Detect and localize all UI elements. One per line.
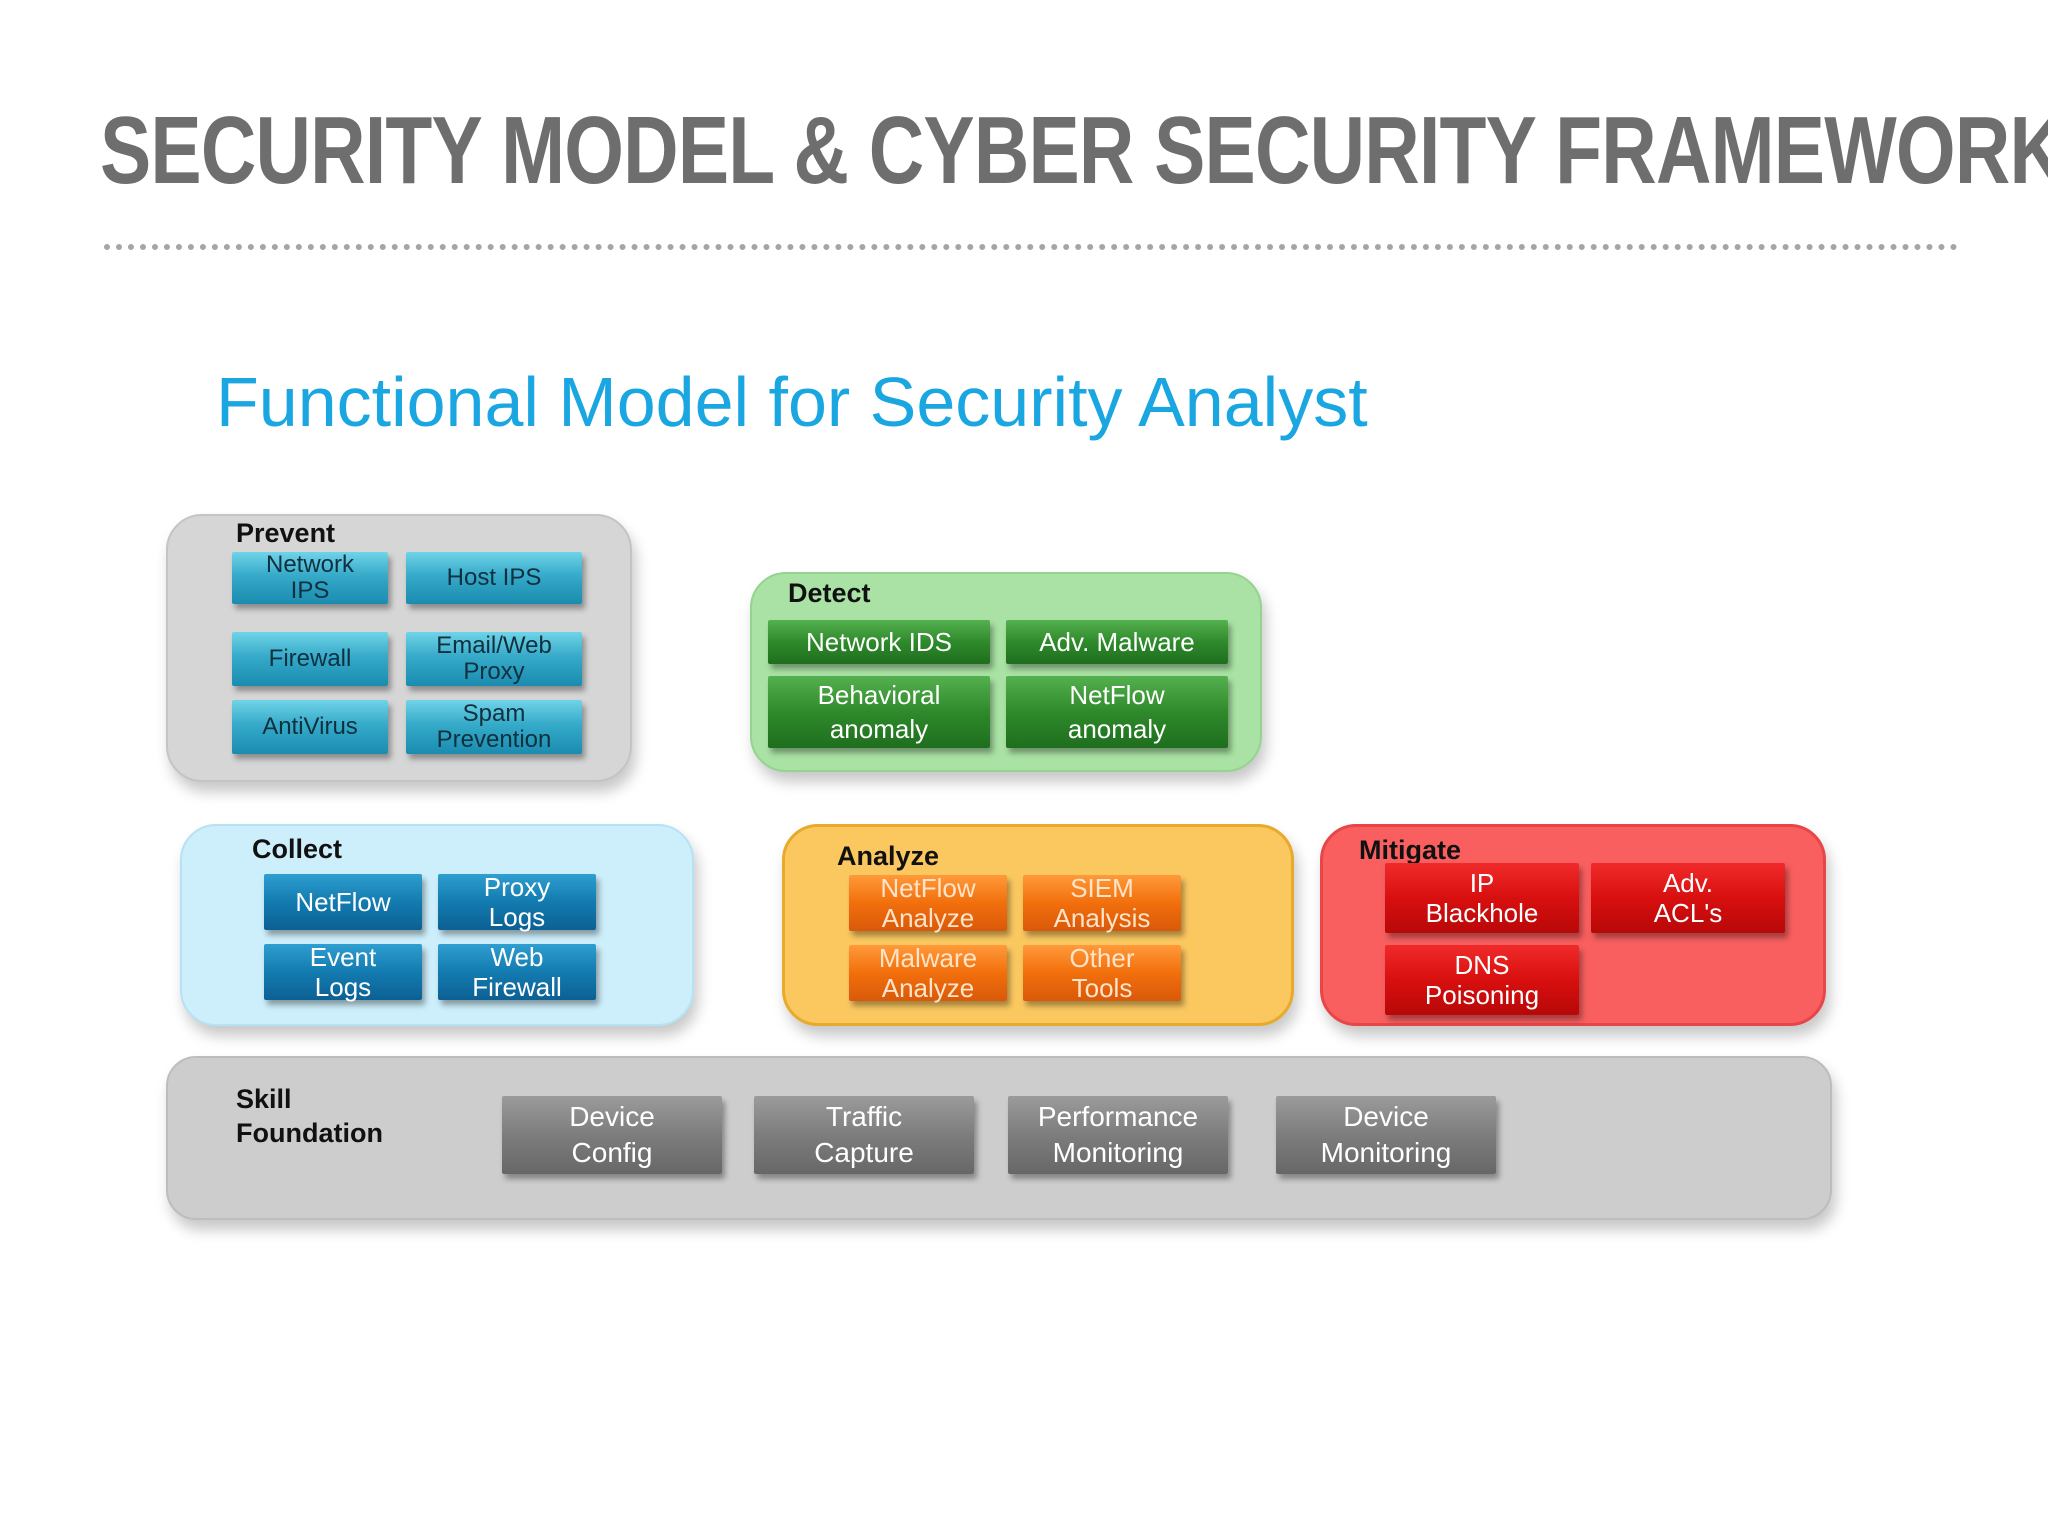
- group-detect: Detect Network IDS Adv. Malware Behavior…: [750, 572, 1262, 772]
- group-analyze: Analyze NetFlow Analyze SIEM Analysis Ma…: [782, 824, 1294, 1026]
- tile-firewall: Firewall: [232, 632, 388, 686]
- slide-title: SECURITY MODEL & CYBER SECURITY FRAMEWOR…: [100, 97, 2048, 204]
- group-label-analyze: Analyze: [837, 841, 940, 871]
- tile-netflow-analyze: NetFlow Analyze: [849, 873, 1007, 933]
- tile-adv-malware: Adv. Malware: [1006, 620, 1228, 664]
- diagram-title: Functional Model for Security Analyst: [216, 363, 1368, 441]
- title-dotted-divider: [104, 244, 1958, 250]
- group-collect: Collect NetFlow Proxy Logs Event Logs We…: [180, 824, 694, 1026]
- tile-device-monitoring: Device Monitoring: [1276, 1096, 1496, 1174]
- group-mitigate: Mitigate IP Blackhole Adv. ACL's DNS Poi…: [1320, 824, 1826, 1026]
- tile-email-web-proxy: Email/Web Proxy: [406, 632, 582, 686]
- tile-antivirus: AntiVirus: [232, 700, 388, 754]
- tile-performance-monitoring: Performance Monitoring: [1008, 1096, 1228, 1174]
- tile-malware-analyze: Malware Analyze: [849, 943, 1007, 1003]
- group-label-collect: Collect: [252, 834, 343, 864]
- tile-spam-prevention: Spam Prevention: [406, 700, 582, 754]
- tile-netflow: NetFlow: [264, 874, 422, 930]
- tile-dns-poisoning: DNS Poisoning: [1385, 945, 1579, 1015]
- group-skill-foundation: Skill Foundation Device Config Traffic C…: [166, 1056, 1832, 1220]
- tile-web-firewall: Web Firewall: [438, 942, 596, 1002]
- tile-event-logs: Event Logs: [264, 942, 422, 1002]
- tile-netflow-anomaly: NetFlow anomaly: [1006, 676, 1228, 748]
- tile-network-ids: Network IDS: [768, 620, 990, 664]
- tile-device-config: Device Config: [502, 1096, 722, 1174]
- tile-network-ips: Network IPS: [232, 552, 388, 604]
- tile-ip-blackhole: IP Blackhole: [1385, 863, 1579, 933]
- tile-traffic-capture: Traffic Capture: [754, 1096, 974, 1174]
- group-label-skill-foundation: Skill Foundation: [236, 1084, 383, 1148]
- tile-adv-acls: Adv. ACL's: [1591, 863, 1785, 933]
- tile-siem-analysis: SIEM Analysis: [1023, 873, 1181, 933]
- tile-host-ips: Host IPS: [406, 552, 582, 604]
- group-prevent: Prevent Network IPS Host IPS Firewall Em…: [166, 514, 632, 782]
- tile-behavioral-anomaly: Behavioral anomaly: [768, 676, 990, 748]
- tile-other-tools: Other Tools: [1023, 943, 1181, 1003]
- group-label-mitigate: Mitigate: [1359, 835, 1462, 865]
- tile-proxy-logs: Proxy Logs: [438, 872, 596, 932]
- group-label-prevent: Prevent: [236, 518, 336, 548]
- group-label-detect: Detect: [788, 578, 871, 608]
